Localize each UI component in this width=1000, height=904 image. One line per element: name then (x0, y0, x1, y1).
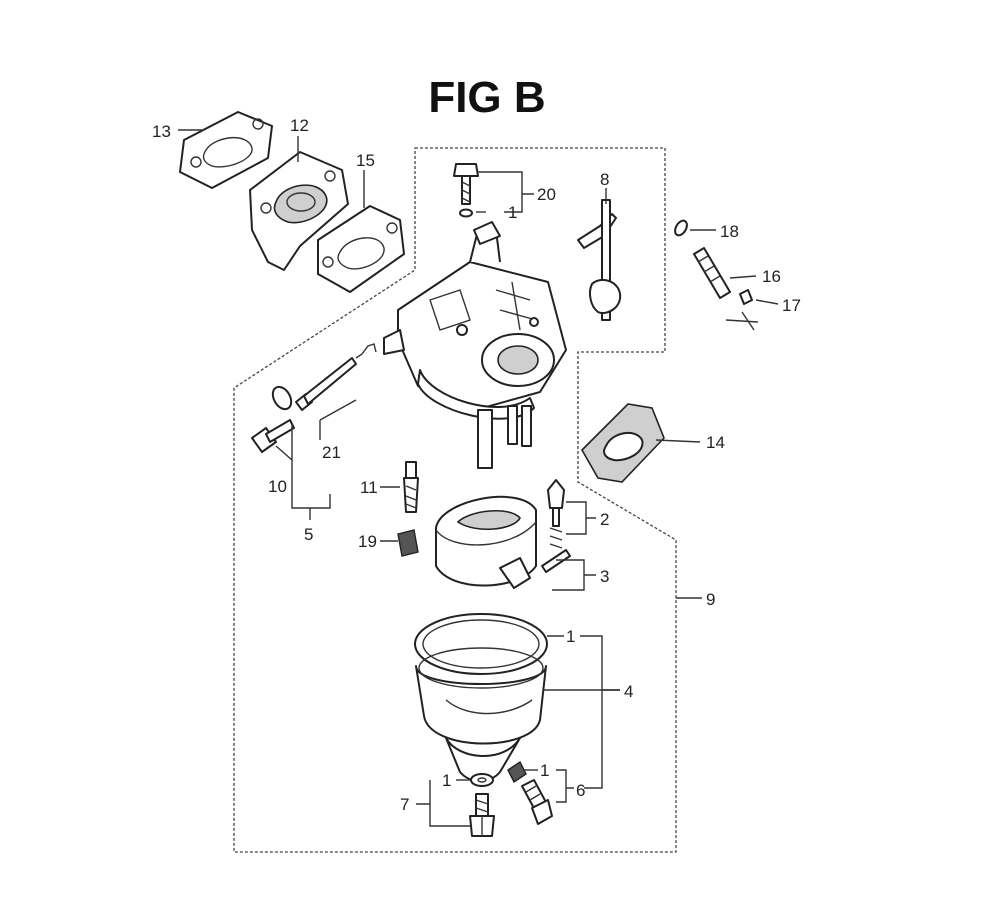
bolt-7 (469, 793, 495, 837)
gasket-15 (317, 205, 405, 293)
callouts: 13 12 15 20 1 8 18 16 17 14 21 10 5 11 1… (152, 116, 801, 814)
callout-8: 8 (600, 170, 609, 189)
pin-17 (725, 289, 759, 331)
callout-13: 13 (152, 122, 171, 141)
washer-1-right (507, 760, 527, 784)
carburetor-body (383, 221, 567, 469)
callout-15: 15 (356, 151, 375, 170)
callout-1-washer-left: 1 (442, 771, 451, 790)
callout-10: 10 (268, 477, 287, 496)
insulator-12 (249, 151, 349, 271)
callout-17: 17 (782, 296, 801, 315)
callout-21: 21 (322, 443, 341, 462)
lever-8 (577, 199, 622, 321)
callout-1-washer-right: 1 (540, 761, 549, 780)
drain-screw-6 (521, 779, 553, 825)
callout-18: 18 (720, 222, 739, 241)
callout-2: 2 (600, 510, 609, 529)
screw-10 (251, 419, 295, 453)
callout-1-washer-top: 1 (508, 203, 517, 222)
gasket-14 (581, 403, 665, 483)
callout-20: 20 (537, 185, 556, 204)
callout-14: 14 (706, 433, 725, 452)
pilot-screw-21 (271, 343, 377, 411)
callout-4: 4 (624, 682, 633, 701)
washer-1-left (470, 773, 494, 787)
jet-11 (403, 461, 419, 513)
callout-12: 12 (290, 116, 309, 135)
screw-20 (453, 163, 479, 218)
float-valve-2 (547, 479, 565, 549)
callout-9: 9 (706, 590, 715, 609)
callout-6: 6 (576, 781, 585, 800)
callout-3: 3 (600, 567, 609, 586)
pin-18 (674, 219, 688, 237)
gasket-13 (179, 111, 273, 189)
callout-7: 7 (400, 795, 409, 814)
callout-1-bowl-gasket: 1 (566, 627, 575, 646)
float-bowl-4 (414, 613, 548, 782)
float-pin-3 (541, 549, 571, 573)
callout-11: 11 (360, 478, 378, 497)
jet-19 (397, 529, 419, 557)
float (435, 495, 537, 589)
callout-5: 5 (304, 525, 313, 544)
figure-title: FIG B (428, 73, 545, 122)
callout-19: 19 (358, 532, 377, 551)
spring-16 (693, 247, 731, 299)
assembly-boundary (233, 147, 677, 853)
callout-16: 16 (762, 267, 781, 286)
leader-lines (178, 129, 779, 827)
